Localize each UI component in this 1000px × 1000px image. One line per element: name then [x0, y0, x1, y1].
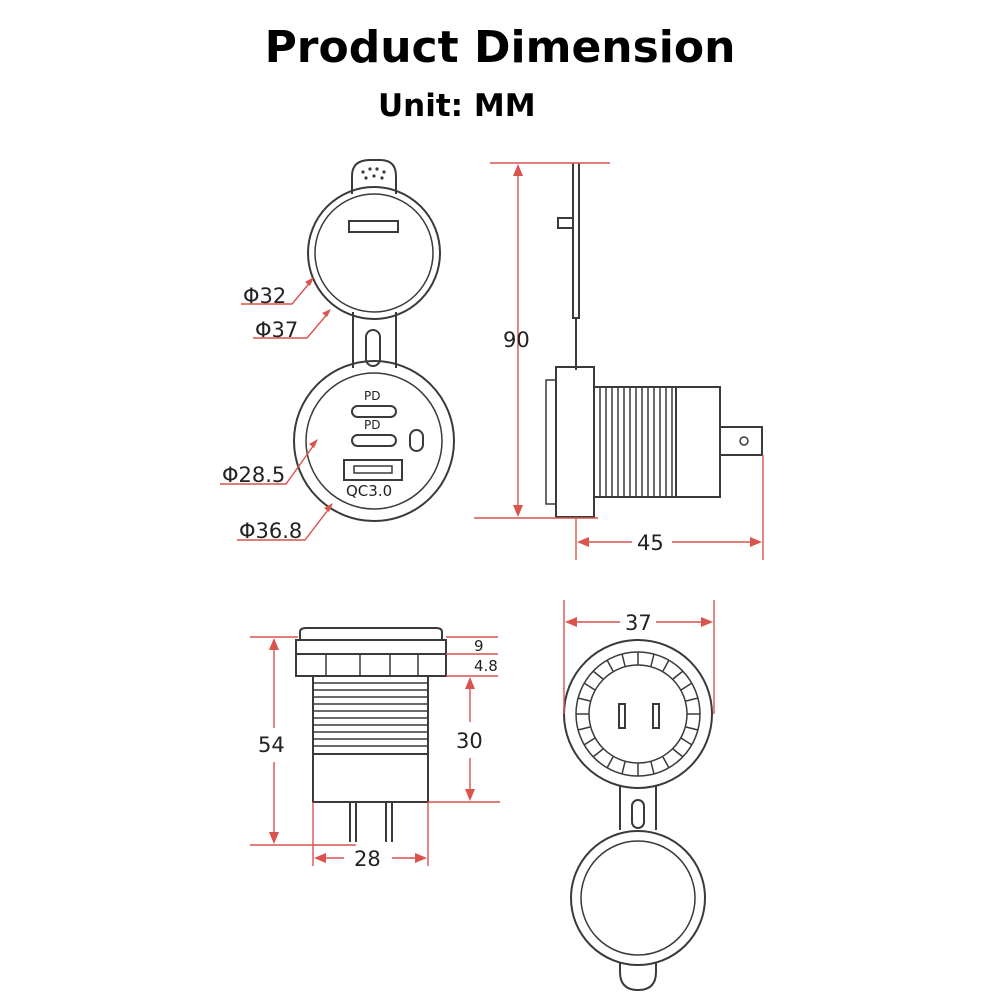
- pd-port-label-1: PD: [364, 389, 380, 403]
- total-depth-label: 45: [637, 531, 664, 555]
- side-view-drawing: 90 45: [474, 162, 764, 560]
- qc-port-label: QC3.0: [346, 482, 392, 500]
- front-view-drawing: PD PD QC3.0 Φ32 Φ37 Φ28.5 Φ36.8: [220, 159, 455, 543]
- page-title: Product Dimension: [264, 22, 736, 73]
- unit-label: Unit: MM: [378, 88, 536, 124]
- side-thread-lines: [599, 387, 673, 497]
- thread-length-label: 30: [456, 729, 483, 753]
- socket-inner-diameter-label: Φ28.5: [222, 463, 285, 487]
- cap-outer-diameter-label: Φ37: [255, 318, 298, 342]
- body-width-label: 28: [354, 847, 381, 871]
- nut-thickness-label: 4.8: [474, 657, 498, 675]
- pd-port-label-2: PD: [364, 418, 380, 432]
- back-outer-diameter-label: 37: [625, 611, 652, 635]
- bottom-thread-lines: [313, 682, 428, 747]
- total-height-label: 90: [503, 328, 530, 352]
- cap-inner-diameter-label: Φ32: [243, 284, 286, 308]
- bottom-side-view-drawing: 54 9 4.8 30 28: [250, 627, 500, 871]
- body-length-label: 54: [258, 733, 285, 757]
- socket-outer-diameter-label: Φ36.8: [239, 519, 302, 543]
- back-view-drawing: 37: [563, 600, 715, 992]
- flange-thickness-label: 9: [474, 637, 484, 655]
- ring-notches: [576, 652, 700, 776]
